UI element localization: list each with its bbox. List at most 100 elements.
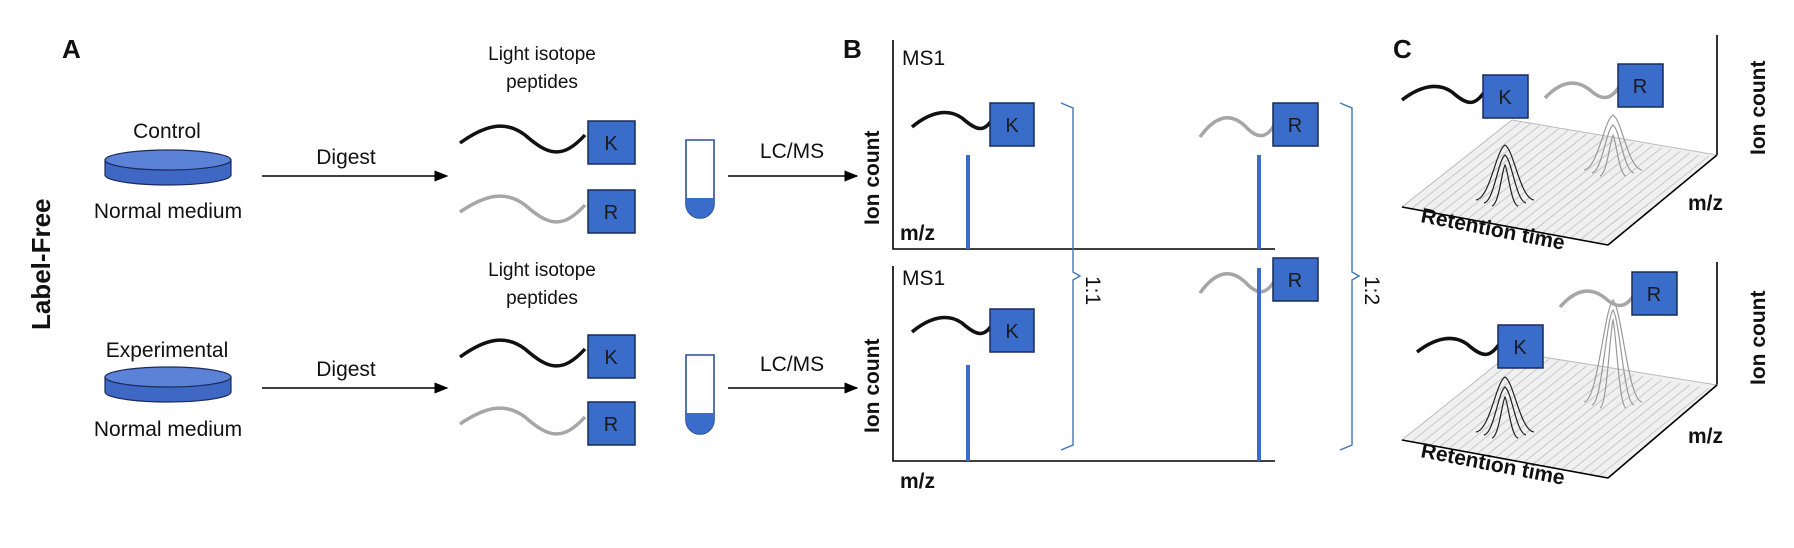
panel-c-letter: C [1393, 34, 1412, 64]
grid-line [1514, 140, 1625, 229]
ms1-bottom-k-wave [910, 315, 997, 336]
rt-top-r-peak [1583, 114, 1643, 177]
rt-bottom-r-peak [1583, 299, 1643, 409]
grid-line [1560, 148, 1672, 237]
ms1-top-ylabel: Ion count [861, 131, 884, 225]
rt-top-ylabel: Ion count [1747, 61, 1770, 155]
residue-r-label-2: R [604, 414, 618, 436]
grid-line [1485, 135, 1597, 223]
rt-top-mz-label: m/z [1688, 192, 1723, 215]
rt-top-k-peak [1475, 144, 1535, 207]
rt-plot-top: K R Ion count m/z Retention time [1400, 35, 1770, 255]
grid-line [1429, 124, 1541, 213]
grid-line [1439, 358, 1550, 448]
ms1-top-r-label: R [1288, 115, 1302, 137]
peptides-label-1b: peptides [506, 72, 578, 93]
grid-line [1439, 126, 1550, 215]
rt-top-r-wave [1543, 81, 1624, 100]
grid-line [1588, 386, 1700, 475]
ms1-bottom-r-box [1272, 257, 1319, 302]
control-medium-label: Normal medium [94, 200, 242, 223]
ms1-top-k-label: K [1005, 115, 1019, 137]
rt-bottom-k-peak [1475, 376, 1535, 439]
grid-line [1467, 363, 1578, 453]
grid-line [1532, 375, 1644, 465]
grid-line [1467, 131, 1578, 220]
control-dish-icon [104, 149, 232, 186]
ms1-top-r-wave [1198, 116, 1280, 139]
rt-top-r-label: R [1633, 76, 1647, 98]
ms1-bottom-k-box [989, 308, 1035, 353]
grid-line [1476, 133, 1588, 222]
grid-line [1420, 355, 1532, 444]
ms1-bottom-r-label: R [1288, 270, 1302, 292]
rt-top-rt-axis [1401, 206, 1609, 246]
rt-bottom-r-box [1631, 271, 1678, 316]
label-free-label: Label-Free [26, 199, 56, 331]
grid-line [1448, 360, 1560, 450]
residue-k-box-1 [587, 120, 636, 165]
grid-line [1551, 379, 1663, 469]
grid-line [1560, 380, 1672, 470]
peptides-label-2b: peptides [506, 288, 578, 309]
grid-line [1523, 374, 1635, 463]
ms1-top-title: MS1 [902, 47, 945, 70]
grid-line [1579, 152, 1691, 241]
lcms-label-2: LC/MS [760, 353, 824, 376]
grid-line [1504, 370, 1616, 460]
rt-top-mz-axis [1607, 154, 1718, 246]
experimental-label: Experimental [106, 339, 229, 362]
ms1-bottom-title: MS1 [902, 267, 945, 290]
residue-r-box-1 [587, 189, 636, 234]
ms1-top-r-box [1272, 102, 1319, 147]
tube-icon-1 [685, 139, 715, 219]
residue-r-label-1: R [604, 202, 618, 224]
lcms-label-1: LC/MS [760, 140, 824, 163]
rt-bottom-r-wave [1558, 289, 1639, 309]
panel-a-letter: A [62, 34, 81, 64]
rt-bottom-mz-label: m/z [1688, 425, 1723, 448]
rt-bottom-k-box [1497, 324, 1544, 369]
digest-label-2: Digest [316, 358, 376, 381]
peptide-k-wave-1 [458, 124, 587, 154]
peptide-k-wave-2 [458, 338, 587, 368]
rt-bottom-grid [1411, 353, 1709, 477]
ms1-bottom-axes [892, 266, 1275, 462]
grid-line [1448, 128, 1560, 217]
grid-line [1495, 136, 1606, 225]
grid-line [1420, 123, 1532, 211]
ratio-r-label: 1:2 [1360, 276, 1383, 305]
peptides-label-1a: Light isotope [488, 44, 596, 65]
grid-line [1570, 382, 1681, 472]
grid-line [1570, 150, 1681, 239]
grid-line [1495, 368, 1606, 458]
grid-line [1588, 154, 1700, 242]
rt-bottom-mz-axis [1607, 384, 1718, 479]
control-label: Control [133, 120, 201, 143]
grid-line [1579, 384, 1691, 474]
peptide-r-wave-2 [459, 406, 587, 436]
residue-r-box-2 [587, 401, 636, 446]
grid-line [1429, 356, 1541, 446]
rt-top-k-wave [1400, 84, 1489, 105]
grid-line [1542, 377, 1653, 467]
experimental-medium-label: Normal medium [94, 418, 242, 441]
ratio-r-brace [1339, 102, 1361, 451]
ratio-k-brace [1060, 102, 1082, 451]
tube-icon-2 [685, 354, 715, 435]
rt-bottom-k-wave [1415, 336, 1504, 357]
grid-line [1542, 145, 1653, 234]
rt-bottom-r-label: R [1647, 284, 1661, 306]
ms1-top-axes [892, 40, 1275, 250]
rt-top-r-box [1617, 63, 1664, 108]
experimental-dish-icon [104, 366, 232, 403]
rt-bottom-rt-axis [1401, 439, 1609, 479]
grid-line [1598, 155, 1709, 244]
rt-plot-bottom: K R Ion count m/z Retention time [1400, 262, 1770, 490]
ms1-top-xlabel: m/z [900, 222, 935, 245]
rt-top-k-box [1482, 74, 1529, 119]
grid-line [1551, 147, 1663, 236]
rt-top-k-label: K [1498, 87, 1512, 109]
grid-line [1476, 365, 1588, 455]
